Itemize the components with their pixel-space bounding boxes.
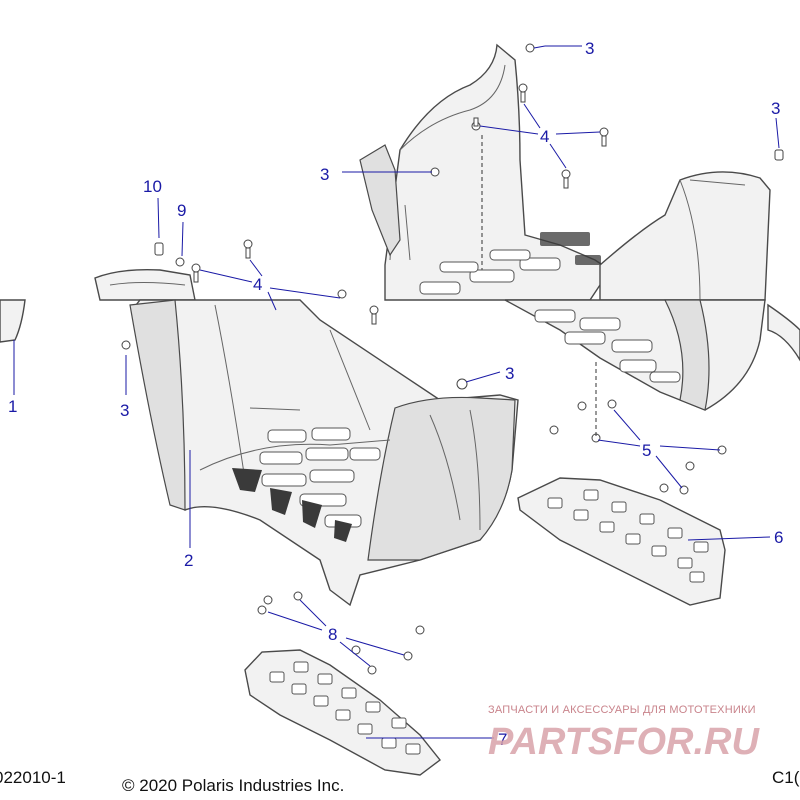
bolt-icon <box>121 340 131 350</box>
bolt-icon <box>351 645 361 655</box>
callout-3-upper-left: 3 <box>320 165 329 184</box>
bolt-icon <box>243 239 253 259</box>
bolt-icon <box>191 263 201 283</box>
callout-3-top: 3 <box>585 39 594 58</box>
upper-lower-treads <box>534 309 681 383</box>
bolt-icon <box>549 425 559 435</box>
clip-icon <box>175 257 185 267</box>
callout-6: 6 <box>774 528 783 547</box>
callout-4-left: 4 <box>253 275 262 294</box>
bolt-icon <box>561 169 571 189</box>
nut-icon <box>154 242 164 256</box>
nut-icon <box>415 625 425 635</box>
front-floor-treads <box>259 427 381 528</box>
callout-4-upper: 4 <box>540 127 549 146</box>
front-footwell <box>129 299 519 607</box>
bolt-icon <box>525 43 546 53</box>
bolt-icon <box>337 289 347 299</box>
callout-3-right: 3 <box>771 99 780 118</box>
fasteners <box>121 43 784 675</box>
watermark-tagline: ЗАПЧАСТИ И АКСЕССУАРЫ ДЛЯ МОТОТЕХНИКИ <box>488 704 756 716</box>
clip-icon <box>456 378 468 390</box>
footer-copyright: © 2020 Polaris Industries Inc. <box>122 776 345 795</box>
callout-2: 2 <box>184 551 193 570</box>
watermark: ЗАПЧАСТИ И АКСЕССУАРЫ ДЛЯ МОТОТЕХНИКИ PA… <box>488 704 788 764</box>
bolt-icon <box>293 591 303 601</box>
callout-9: 9 <box>177 201 186 220</box>
callout-7: 7 <box>498 730 507 749</box>
watermark-logo: PARTSFOR.RU <box>488 721 760 763</box>
leader-lines <box>13 45 780 739</box>
left-footrest-plate <box>244 649 441 776</box>
front-floor-grates <box>232 468 352 542</box>
callout-1: 1 <box>8 397 17 416</box>
bolt-icon <box>659 483 669 493</box>
callout-3-left: 3 <box>120 401 129 420</box>
footer-page-code: C1( <box>772 768 800 787</box>
footer-doc-id: 022010-1 <box>0 768 66 787</box>
bolt-icon <box>403 651 413 661</box>
bolt-icon <box>685 461 695 471</box>
callout-labels: 1 2 3 3 3 3 3 4 4 5 6 7 8 9 10 <box>8 39 783 749</box>
left-fender-fragment <box>0 269 196 343</box>
bolt-icon <box>369 305 379 325</box>
bolt-icon <box>257 605 267 615</box>
upper-floor-treads <box>419 232 601 295</box>
bolt-icon <box>518 83 528 103</box>
callout-8: 8 <box>328 625 337 644</box>
bolt-icon <box>607 399 617 409</box>
upper-footwell-assembly <box>359 43 800 411</box>
clip-icon <box>774 149 784 161</box>
watermark-logo-text: PARTSFOR.RU <box>488 721 760 763</box>
callout-5: 5 <box>642 441 651 460</box>
clip-icon <box>430 167 440 177</box>
callout-3-center: 3 <box>505 364 514 383</box>
bolt-icon <box>367 665 377 675</box>
bolt-icon <box>577 401 587 411</box>
bolt-icon <box>263 595 273 605</box>
callout-10: 10 <box>143 177 162 196</box>
right-footrest-plate <box>517 477 726 606</box>
bolt-icon <box>599 127 609 147</box>
